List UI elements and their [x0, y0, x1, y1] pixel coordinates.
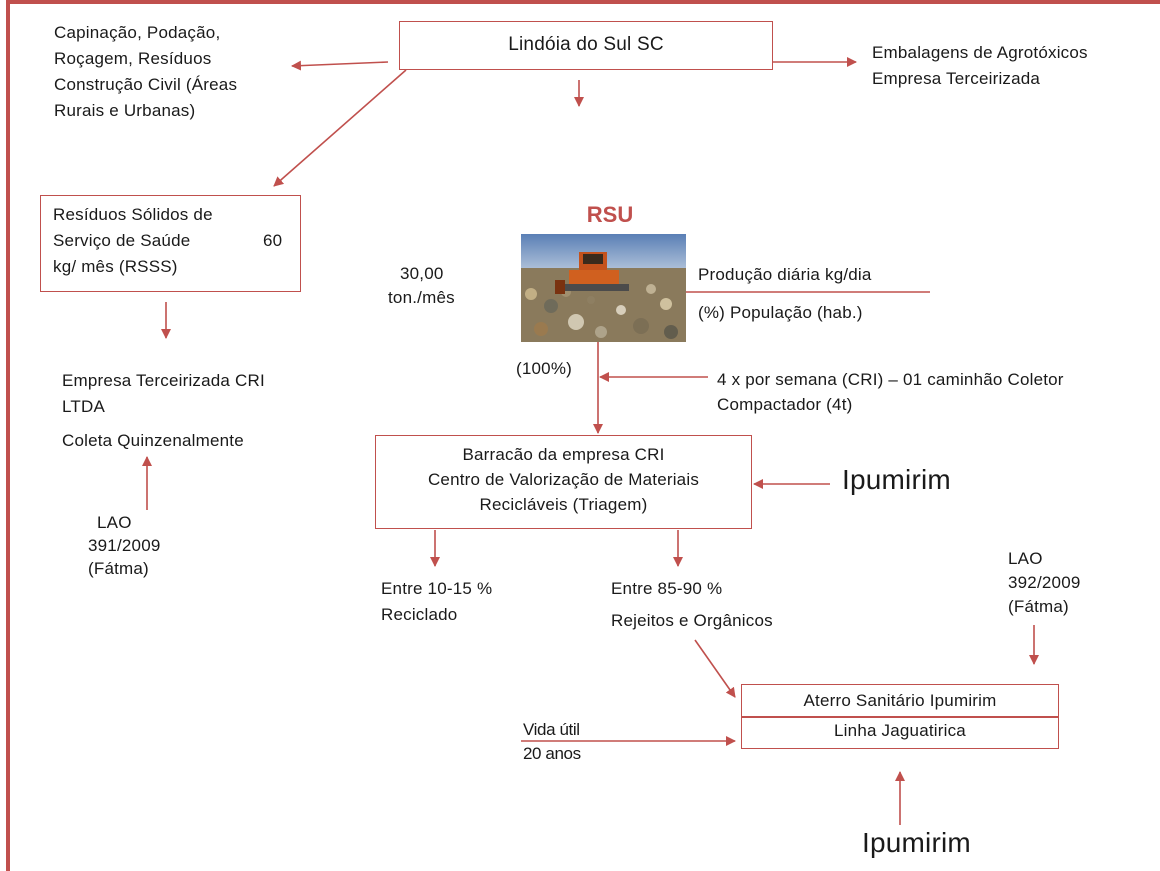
health-company-line2: LTDA	[62, 397, 105, 416]
lao-left-line2: 391/2009	[88, 536, 161, 555]
rsu-percent: (100%)	[516, 359, 573, 378]
bulldozer-landfill-photo	[521, 234, 686, 342]
municipality-title: Lindóia do Sul SC	[508, 34, 664, 55]
pesticide-note-line2: Empresa Terceirizada	[872, 69, 1041, 88]
health-waste-box: Resíduos Sólidos de Serviço de Saúde 60 …	[40, 195, 301, 292]
health-waste-value: 60	[263, 231, 283, 250]
frame-top-border	[6, 0, 1160, 4]
ipumirim-label-middle: Ipumirim	[842, 464, 951, 495]
rsu-amount-line2: ton./mês	[388, 288, 455, 307]
sorting-center-line2: Centro de Valorização de Materiais	[427, 470, 700, 489]
population-label: (%) População (hab.)	[698, 303, 863, 322]
useful-life-line2: 20 anos	[523, 744, 581, 763]
sorting-center-line3: Recicláveis (Triagem)	[479, 495, 648, 514]
health-waste-line3: kg/ mês (RSSS)	[53, 257, 178, 276]
useful-life-line1: Vida útil	[523, 720, 580, 739]
landfill-line1: Aterro Sanitário Ipumirim	[803, 691, 997, 710]
health-company-line1: Empresa Terceirizada CRI	[62, 371, 265, 390]
rejects-line2: Rejeitos e Orgânicos	[611, 611, 773, 630]
health-company-line3: Coleta Quinzenalmente	[62, 431, 244, 450]
rejects-line1: Entre 85-90 %	[611, 579, 723, 598]
lao-left-line3: (Fátma)	[88, 559, 149, 578]
collection-line1: 4 x por semana (CRI) – 01 caminhão Colet…	[717, 370, 1064, 389]
lao-right-line1: LAO	[1008, 549, 1043, 568]
health-waste-line1: Resíduos Sólidos de	[53, 205, 213, 224]
sorting-center-line1: Barracão da empresa CRI	[462, 445, 665, 464]
rsu-amount-line1: 30,00	[400, 264, 444, 283]
lao-right-line2: 392/2009	[1008, 573, 1081, 592]
arrow-rejects-to-landfill	[694, 639, 736, 698]
arrow-top-to-rsss	[273, 69, 407, 187]
production-label: Produção diária kg/dia	[698, 265, 872, 284]
landfill-line2: Linha Jaguatirica	[834, 721, 966, 740]
lao-left-line1: LAO	[97, 513, 132, 532]
landfill-box: Aterro Sanitário Ipumirim Linha Jaguatir…	[741, 684, 1059, 749]
landfill-divider	[742, 716, 1058, 718]
cleaning-note-line1: Capinação, Podação,	[54, 23, 221, 42]
cleaning-note-line2: Roçagem, Resíduos	[54, 49, 212, 68]
pesticide-note-line1: Embalagens de Agrotóxicos	[872, 43, 1088, 62]
cleaning-note-line3: Construção Civil (Áreas	[54, 75, 238, 94]
ipumirim-label-bottom: Ipumirim	[862, 827, 971, 858]
municipality-box: Lindóia do Sul SC	[399, 21, 773, 70]
cleaning-note-line4: Rurais e Urbanas)	[54, 101, 196, 120]
arrow-top-to-left-note	[291, 60, 389, 71]
lao-right-line3: (Fátma)	[1008, 597, 1069, 616]
health-waste-line2: Serviço de Saúde	[53, 231, 191, 250]
frame-left-border	[6, 0, 10, 871]
recycled-line1: Entre 10-15 %	[381, 579, 493, 598]
sorting-center-box: Barracão da empresa CRI Centro de Valori…	[375, 435, 752, 529]
collection-line2: Compactador (4t)	[717, 395, 853, 414]
recycled-line2: Reciclado	[381, 605, 458, 624]
rsu-title: RSU	[586, 202, 634, 227]
